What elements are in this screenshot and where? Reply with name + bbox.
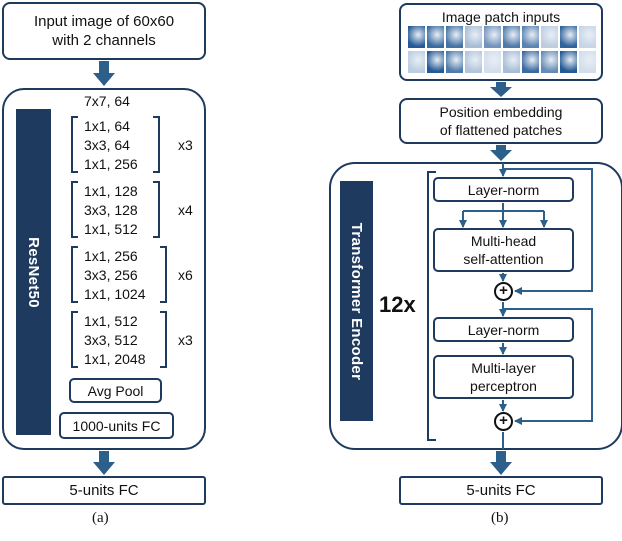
arrow-embedding-to-encoder — [490, 145, 512, 161]
bracket-left-2 — [71, 181, 78, 238]
attention-box: Multi-head self-attention — [433, 228, 574, 272]
resnet-label-bar: ResNet50 — [16, 109, 51, 435]
bracket-right-4 — [160, 311, 167, 368]
output-fc-a-label: 5-units FC — [69, 482, 139, 499]
block2-repeat: x4 — [178, 202, 193, 218]
arrow-resnet-to-output — [93, 451, 115, 475]
image-patch — [578, 50, 597, 74]
image-patch — [521, 25, 540, 49]
bracket-left-1 — [71, 116, 78, 173]
block3-row2: 3x3, 256 — [84, 267, 138, 283]
avg-pool-box: Avg Pool — [69, 378, 162, 403]
add-node-1-symbol: + — [499, 282, 508, 299]
arrow-input-to-resnet — [93, 61, 115, 86]
position-embedding-box: Position embedding of flattened patches — [399, 98, 603, 144]
output-fc-b-label: 5-units FC — [466, 482, 536, 499]
mlp-box: Multi-layer perceptron — [433, 355, 574, 399]
output-fc-a-box: 5-units FC — [2, 476, 206, 505]
image-patch — [445, 50, 464, 74]
block2-row2: 3x3, 128 — [84, 202, 138, 218]
residual-1 — [503, 168, 593, 295]
image-patch — [483, 50, 502, 74]
bracket-right-3 — [160, 246, 167, 303]
block3-repeat: x6 — [178, 267, 193, 283]
input-image-line-2: with 2 channels — [52, 32, 156, 49]
conv1-label: 7x7, 64 — [84, 93, 130, 109]
residual-2 — [503, 308, 593, 425]
avg-pool-label: Avg Pool — [87, 382, 144, 399]
repeat-bracket — [427, 171, 436, 441]
block1-row2: 3x3, 64 — [84, 137, 130, 153]
add-node-2-symbol: + — [499, 412, 508, 429]
layer-norm-2-box: Layer-norm — [433, 317, 574, 342]
block1-row3: 1x1, 256 — [84, 156, 138, 172]
fc1000-box: 1000-units FC — [59, 412, 174, 439]
block4-row3: 1x1, 2048 — [84, 351, 146, 367]
bracket-left-4 — [71, 311, 78, 368]
repeat-12x-label: 12x — [379, 292, 416, 317]
bracket-right-1 — [153, 116, 160, 173]
input-image-box: Input image of 60x60 with 2 channels — [2, 2, 206, 60]
image-patch — [559, 50, 578, 74]
image-patch — [540, 50, 559, 74]
image-patch — [578, 25, 597, 49]
image-patch — [407, 25, 426, 49]
caption-b: (b) — [491, 510, 509, 526]
arrow-patches-to-embedding — [490, 82, 512, 97]
output-fc-b-box: 5-units FC — [399, 476, 603, 505]
layer-norm-2-label: Layer-norm — [467, 321, 540, 338]
image-patch — [445, 25, 464, 49]
image-patch — [502, 50, 521, 74]
mlp-line-2: perceptron — [470, 378, 537, 394]
caption-a: (a) — [92, 510, 109, 526]
block1-repeat: x3 — [178, 137, 193, 153]
attention-line-1: Multi-head — [470, 233, 537, 249]
arrow-encoder-to-output — [490, 451, 512, 475]
mlp-line-1: Multi-layer — [471, 360, 536, 376]
bracket-right-2 — [153, 181, 160, 238]
image-patch — [483, 25, 502, 49]
position-embedding-line-2: of flattened patches — [439, 122, 563, 138]
input-image-line-1: Input image of 60x60 — [33, 13, 175, 30]
block1-row1: 1x1, 64 — [84, 118, 130, 134]
image-patch — [464, 50, 483, 74]
block3-row3: 1x1, 1024 — [84, 286, 146, 302]
add-node-2: + — [494, 412, 513, 431]
block4-row2: 3x3, 512 — [84, 332, 138, 348]
add-node-1: + — [494, 282, 513, 301]
patch-inputs-title: Image patch inputs — [441, 9, 561, 25]
block2-row1: 1x1, 128 — [84, 183, 138, 199]
block3-row1: 1x1, 256 — [84, 248, 138, 264]
image-patch — [407, 50, 426, 74]
block4-repeat: x3 — [178, 332, 193, 348]
image-patch — [521, 50, 540, 74]
layer-norm-1-box: Layer-norm — [433, 177, 574, 202]
encoder-label-bar: Transformer Encoder — [340, 181, 373, 421]
image-patch — [540, 25, 559, 49]
image-patch — [426, 50, 445, 74]
block2-row3: 1x1, 512 — [84, 221, 138, 237]
image-patch — [559, 25, 578, 49]
block4-row1: 1x1, 512 — [84, 313, 138, 329]
image-patch — [502, 25, 521, 49]
fc1000-label: 1000-units FC — [72, 417, 161, 434]
position-embedding-line-1: Position embedding — [439, 104, 563, 120]
bracket-left-3 — [71, 246, 78, 303]
image-patch — [426, 25, 445, 49]
image-patch — [464, 25, 483, 49]
layer-norm-1-label: Layer-norm — [467, 181, 540, 198]
attention-line-2: self-attention — [463, 251, 544, 267]
